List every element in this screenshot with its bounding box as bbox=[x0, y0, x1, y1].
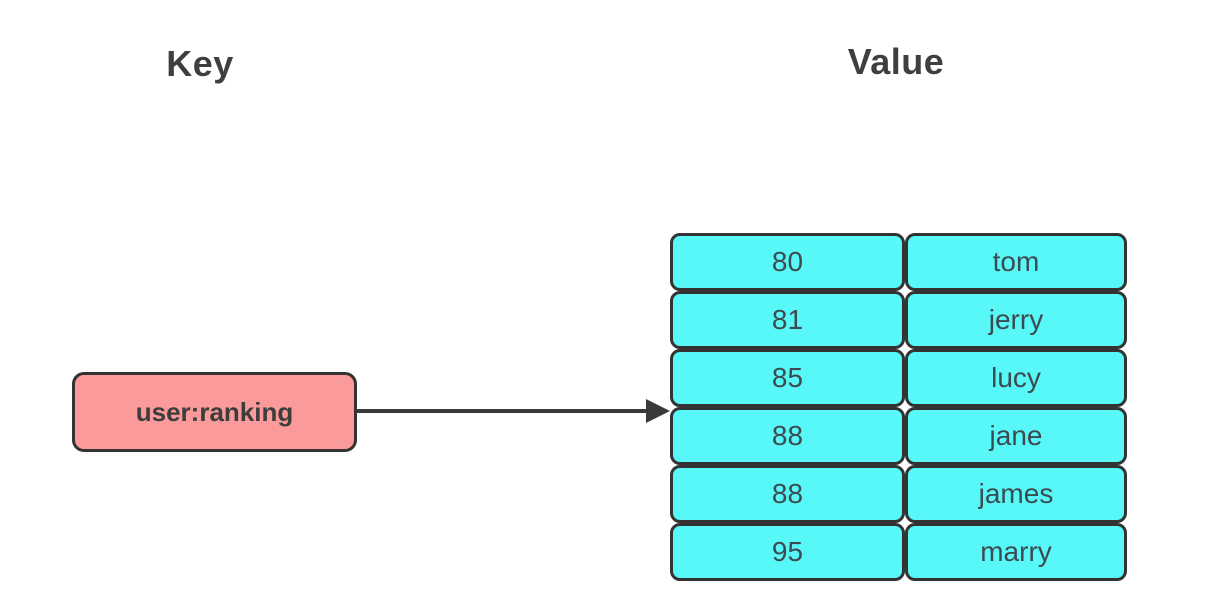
table-row: 95 marry bbox=[670, 523, 1127, 581]
sorted-set-table: 80 tom 81 jerry 85 lucy 88 jane 88 james… bbox=[670, 233, 1127, 581]
table-row: 88 james bbox=[670, 465, 1127, 523]
score-cell: 80 bbox=[670, 233, 905, 291]
arrow-head-icon bbox=[646, 399, 670, 423]
value-column-header: Value bbox=[847, 41, 945, 82]
table-row: 85 lucy bbox=[670, 349, 1127, 407]
member-cell: jerry bbox=[905, 291, 1127, 349]
member-cell: james bbox=[905, 465, 1127, 523]
member-cell: jane bbox=[905, 407, 1127, 465]
score-cell: 88 bbox=[670, 407, 905, 465]
score-cell: 88 bbox=[670, 465, 905, 523]
member-cell: tom bbox=[905, 233, 1127, 291]
key-node: user:ranking bbox=[72, 372, 357, 452]
table-row: 81 jerry bbox=[670, 291, 1127, 349]
score-cell: 81 bbox=[670, 291, 905, 349]
member-cell: lucy bbox=[905, 349, 1127, 407]
score-cell: 85 bbox=[670, 349, 905, 407]
table-row: 80 tom bbox=[670, 233, 1127, 291]
key-node-label: user:ranking bbox=[135, 396, 294, 427]
key-column-header: Key bbox=[166, 43, 234, 84]
score-cell: 95 bbox=[670, 523, 905, 581]
key-to-value-arrow-line bbox=[357, 409, 652, 413]
member-cell: marry bbox=[905, 523, 1127, 581]
table-row: 88 jane bbox=[670, 407, 1127, 465]
